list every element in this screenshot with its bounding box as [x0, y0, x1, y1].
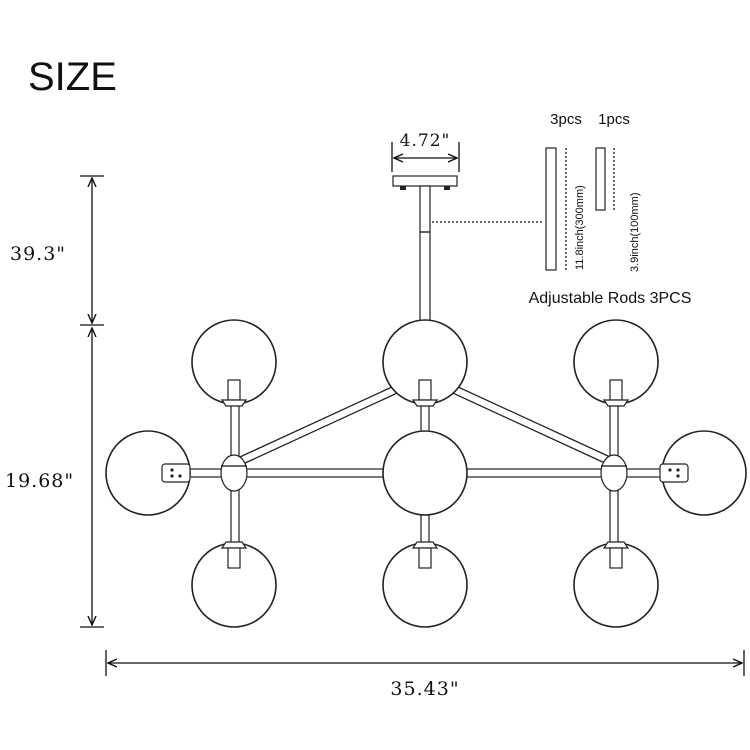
short-rod-label: 3.9inch(100mm) — [629, 193, 641, 272]
fixture-width-dimension: 35.43" — [105, 650, 745, 700]
right-hub — [600, 454, 628, 492]
long-rod-label: 11.8inch(300mm) — [574, 185, 586, 270]
chandelier-drawing — [105, 175, 747, 628]
fixture-height-dimension: 19.68" — [5, 328, 104, 628]
short-rod-qty: 1pcs — [598, 111, 630, 128]
drop-height-dimension: 39.3" — [10, 175, 104, 326]
diagram-title: SIZE — [28, 55, 117, 99]
canopy-width-dimension: 4.72" — [391, 131, 460, 172]
globe-middle-center — [382, 430, 468, 516]
fixture-height-label: 19.68" — [5, 470, 74, 492]
left-hub — [220, 454, 248, 492]
drop-height-label: 39.3" — [10, 243, 66, 265]
rods-caption: Adjustable Rods 3PCS — [529, 290, 692, 307]
canopy-screw-right — [444, 186, 450, 190]
sockets — [161, 379, 689, 569]
downrod — [419, 185, 431, 325]
canopy — [392, 175, 458, 187]
long-rod — [545, 147, 557, 271]
canopy-screw-left — [400, 186, 406, 190]
adjustable-rods: 3pcs 1pcs 11.8inch(300mm) 3.9inch(100mm)… — [432, 111, 691, 307]
fixture-width-label: 35.43" — [390, 678, 459, 700]
short-rod — [595, 147, 606, 211]
canopy-width-label: 4.72" — [400, 131, 451, 151]
long-rod-qty: 3pcs — [550, 111, 582, 128]
